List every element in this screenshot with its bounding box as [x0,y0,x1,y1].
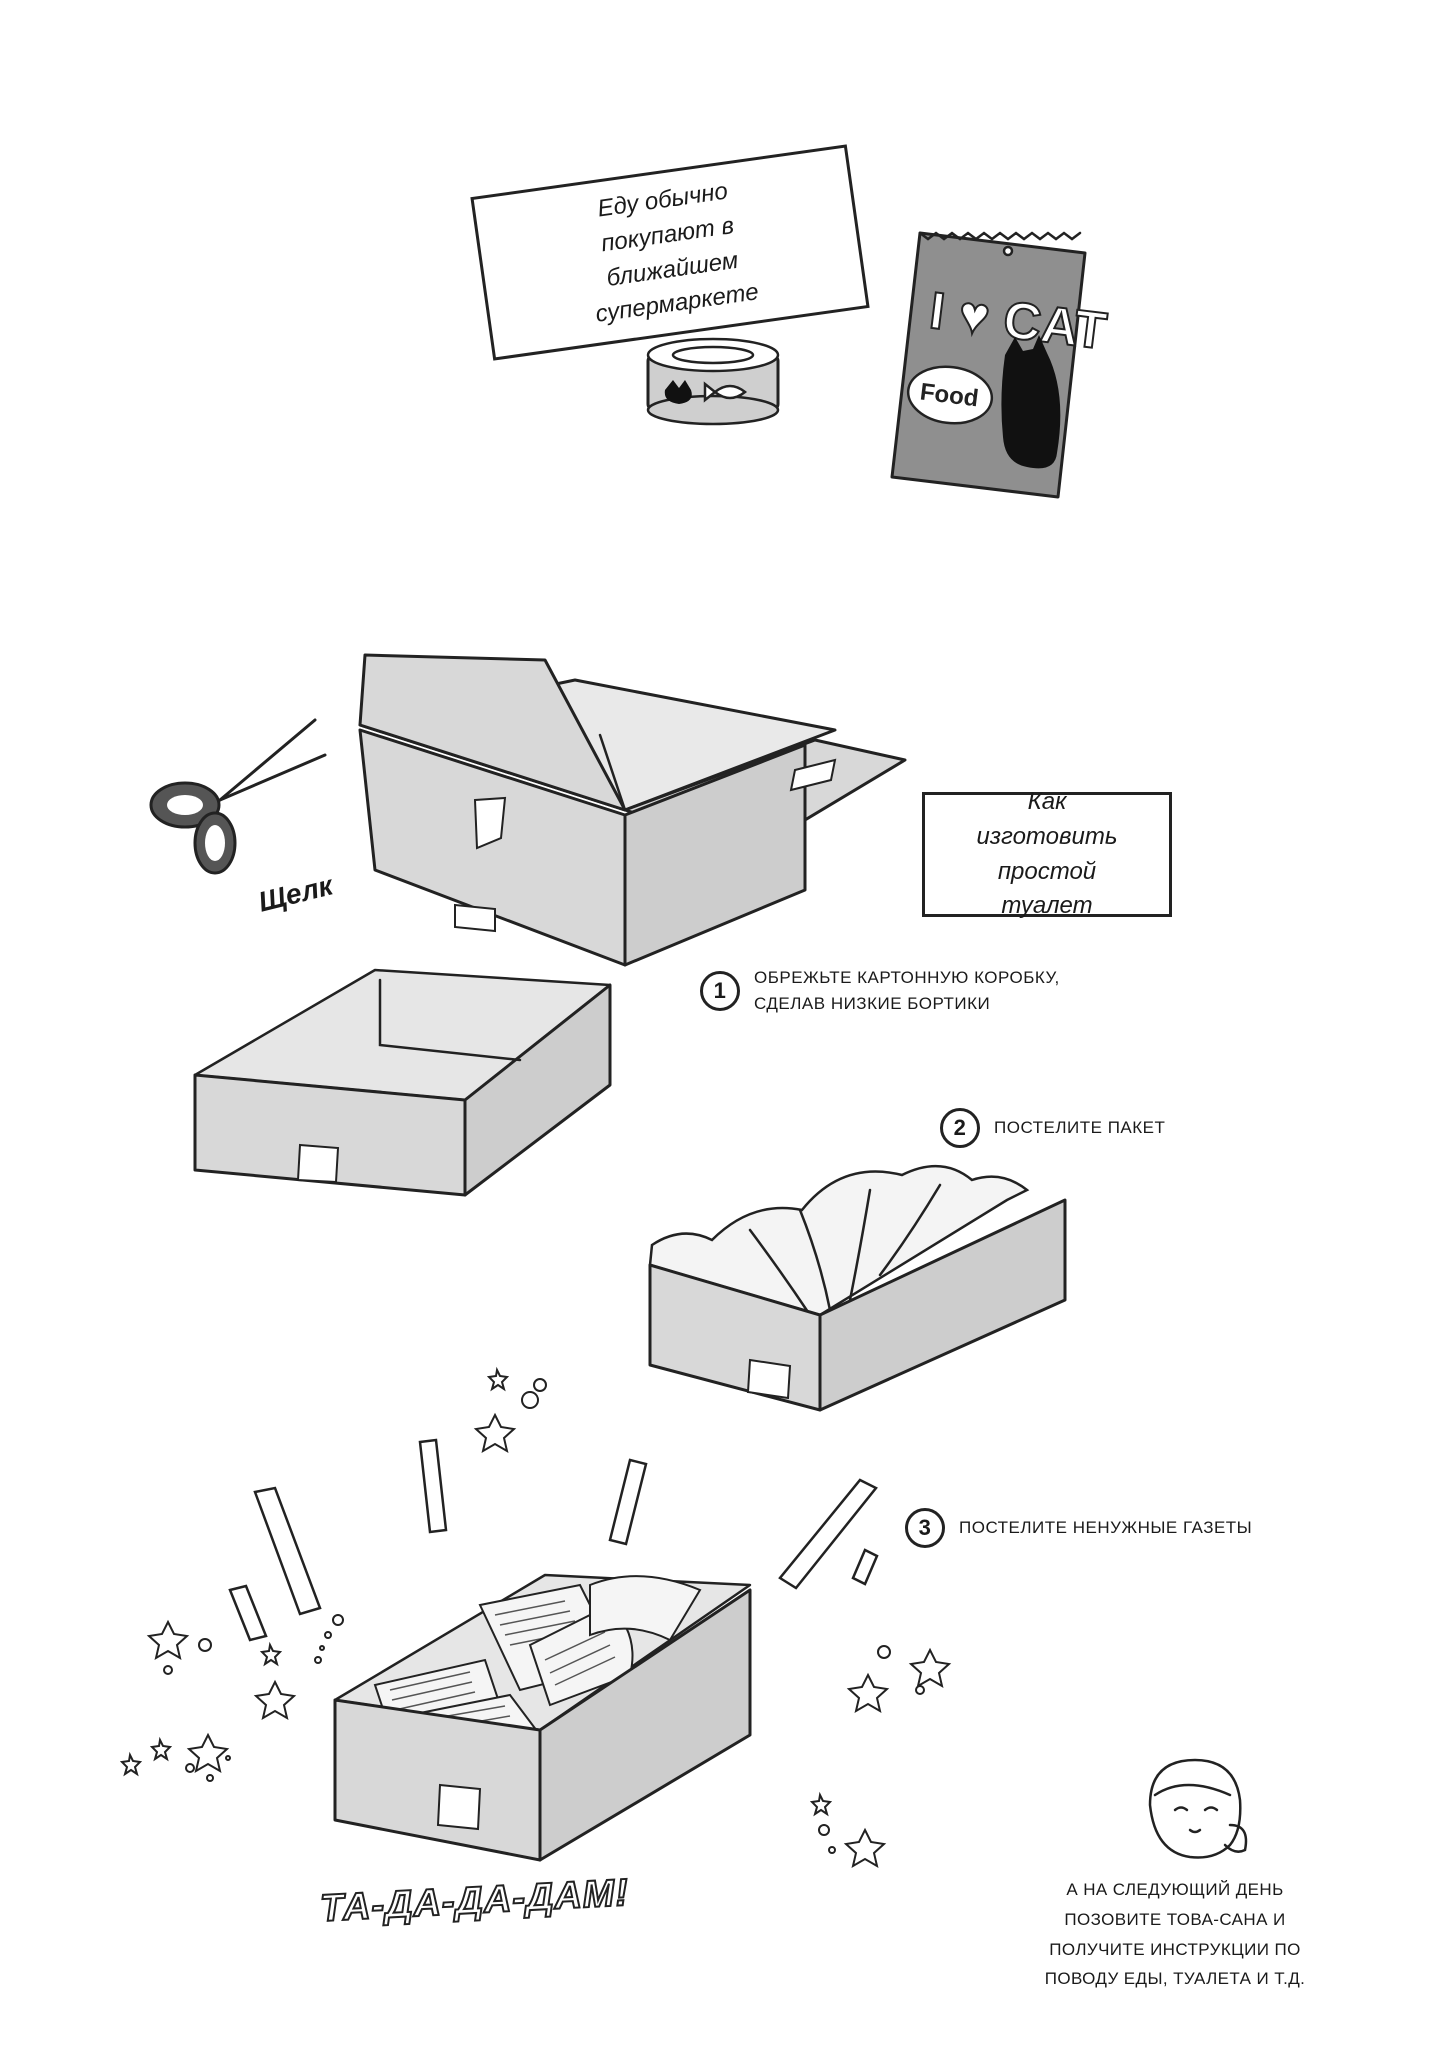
newspaper-tray-icon [333,1573,752,1862]
litter-tray-icon [648,1164,1067,1412]
food-caption: Еду обычно покупают в ближайшем супермар… [593,177,761,329]
cat-food-bag-icon: I ♥ CAT Food [890,231,1110,499]
footer-note: А НА СЛЕДУЮЩИЙ ДЕНЬ ПОЗОВИТЕ ТОВА-САНА И… [1044,1880,1306,1989]
step-1-number: 1 [700,970,740,1011]
food-caption-box: Еду обычно покупают в ближайшем супермар… [470,144,870,361]
how-to-caption-box: Как изготовить простой туалет [922,788,1172,919]
sparkles [119,1366,952,1869]
step-2: 2 ПОСТЕЛИТЕ ПАКЕТ [940,1108,1260,1148]
fanfare-text: ТА-ДА-ДА-ДАМ! [318,1871,631,1931]
cat-food-can-icon [646,337,780,426]
step-3: 3 ПОСТЕЛИТЕ НЕНУЖНЫЕ ГАЗЕТЫ [905,1508,1305,1548]
cardboard-box-icon [358,653,907,967]
cut-box-icon [193,968,612,1197]
paper-strips [228,1438,879,1642]
step-3-text: ПОСТЕЛИТЕ НЕНУЖНЫЕ ГАЗЕТЫ [959,1518,1253,1538]
cut-sound: Щелк [255,869,336,918]
step-1-text: ОБРЕЖЬТЕ КАРТОННУЮ КОРОБКУ, СДЕЛАВ НИЗКИ… [754,968,1060,1013]
step-2-number: 2 [940,1108,980,1148]
step-2-text: ПОСТЕЛИТЕ ПАКЕТ [994,1118,1166,1138]
girl-face-icon [1148,1758,1248,1859]
how-to-title: Как изготовить простой туалет [976,787,1118,920]
step-1: 1 ОБРЕЖЬТЕ КАРТОННУЮ КОРОБКУ, СДЕЛАВ НИЗ… [700,965,1080,1016]
scissors-icon [149,718,327,875]
star-icon [119,1366,952,1869]
step-3-number: 3 [905,1508,945,1548]
